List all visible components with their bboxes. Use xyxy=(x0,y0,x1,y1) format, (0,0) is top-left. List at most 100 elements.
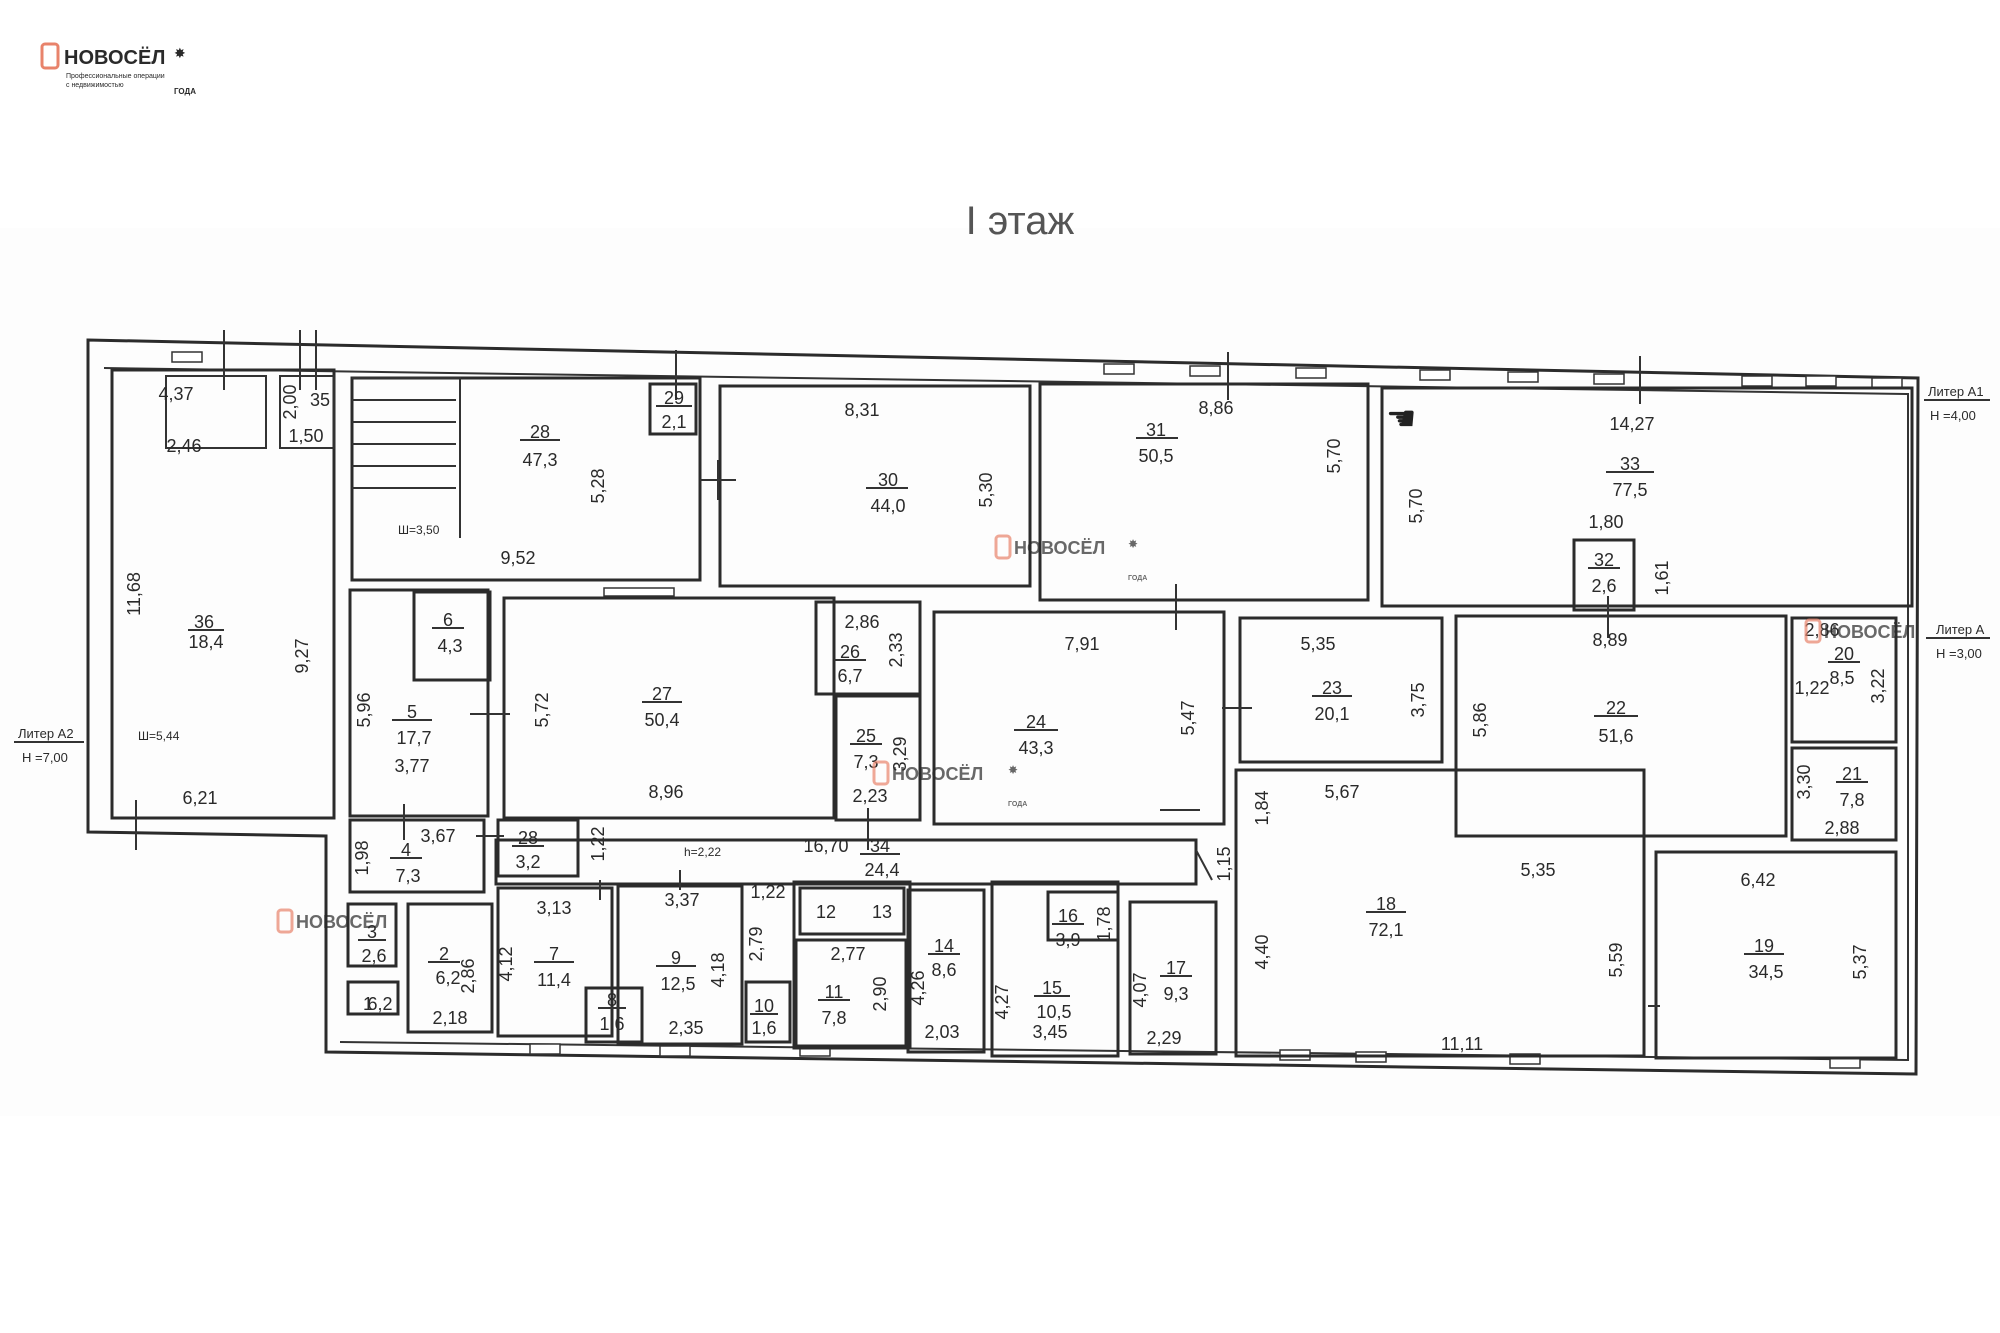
svg-text:2,86: 2,86 xyxy=(1804,620,1839,640)
watermark-center: НОВОСЁЛ ✸ ГОДА xyxy=(994,534,1147,582)
svg-text:6,2: 6,2 xyxy=(367,994,392,1014)
svg-text:43,3: 43,3 xyxy=(1018,738,1053,758)
svg-text:28: 28 xyxy=(518,828,538,848)
svg-text:77,5: 77,5 xyxy=(1612,480,1647,500)
svg-text:h=2,22: h=2,22 xyxy=(684,845,721,859)
svg-text:5: 5 xyxy=(407,702,417,722)
svg-text:1,84: 1,84 xyxy=(1252,790,1272,825)
svg-text:1,6: 1,6 xyxy=(599,1014,624,1034)
tiny-notes: Ш=3,50 Ш=5,44 h=2,22 xyxy=(138,523,721,859)
svg-text:2,86: 2,86 xyxy=(844,612,879,632)
svg-text:5,35: 5,35 xyxy=(1520,860,1555,880)
room-17-label: 179,3 xyxy=(1160,958,1192,1004)
svg-text:29: 29 xyxy=(664,388,684,408)
svg-text:2,18: 2,18 xyxy=(432,1008,467,1028)
svg-text:5,70: 5,70 xyxy=(1324,438,1344,473)
room-20-label: 208,5 xyxy=(1828,644,1860,688)
svg-text:9,3: 9,3 xyxy=(1163,984,1188,1004)
svg-text:6,21: 6,21 xyxy=(182,788,217,808)
svg-text:2,77: 2,77 xyxy=(830,944,865,964)
svg-text:16,70: 16,70 xyxy=(803,836,848,856)
svg-text:Н =7,00: Н =7,00 xyxy=(22,750,68,765)
room-9-label: 912,5 xyxy=(656,948,696,994)
svg-text:14,27: 14,27 xyxy=(1609,414,1654,434)
svg-text:Н =3,00: Н =3,00 xyxy=(1936,646,1982,661)
svg-text:22: 22 xyxy=(1606,698,1626,718)
svg-text:2,6: 2,6 xyxy=(361,946,386,966)
svg-text:4,40: 4,40 xyxy=(1252,934,1272,969)
svg-text:4,18: 4,18 xyxy=(708,952,728,987)
exterior-wall xyxy=(86,338,1920,1076)
svg-text:4,37: 4,37 xyxy=(158,384,193,404)
svg-text:2,88: 2,88 xyxy=(1824,818,1859,838)
svg-text:НОВОСЁЛ: НОВОСЁЛ xyxy=(892,764,983,784)
svg-text:8,96: 8,96 xyxy=(648,782,683,802)
svg-text:ГОДА: ГОДА xyxy=(174,87,196,96)
svg-text:17: 17 xyxy=(1166,958,1186,978)
svg-text:11,68: 11,68 xyxy=(124,572,144,616)
svg-text:3,30: 3,30 xyxy=(1794,764,1814,799)
watermark-star-icon: ✸ xyxy=(1008,763,1018,777)
svg-text:Н =4,00: Н =4,00 xyxy=(1930,408,1976,423)
room-29-label: 292,1 xyxy=(656,388,692,432)
svg-text:8: 8 xyxy=(607,990,617,1010)
svg-text:2,90: 2,90 xyxy=(870,976,890,1011)
room-11-label: 117,8 xyxy=(818,982,850,1028)
watermark-logo-icon xyxy=(994,534,1012,560)
svg-text:6,7: 6,7 xyxy=(837,666,862,686)
room-32-label: 322,6 xyxy=(1588,550,1620,596)
room-2-label: 26,2 xyxy=(428,944,461,988)
svg-text:2,1: 2,1 xyxy=(661,412,686,432)
svg-text:10,5: 10,5 xyxy=(1036,1002,1071,1022)
svg-text:2,03: 2,03 xyxy=(924,1022,959,1042)
room-31-outline xyxy=(1038,382,1370,602)
room-25-label: 257,3 xyxy=(850,726,882,772)
svg-text:1,98: 1,98 xyxy=(352,840,372,875)
watermark-logo-icon xyxy=(40,42,60,70)
svg-text:3,77: 3,77 xyxy=(394,756,429,776)
svg-text:5,86: 5,86 xyxy=(1470,702,1490,737)
svg-text:4,27: 4,27 xyxy=(992,984,1012,1019)
room-18-outline xyxy=(1234,768,1646,1058)
svg-text:2: 2 xyxy=(439,944,449,964)
svg-text:4,12: 4,12 xyxy=(496,946,516,981)
svg-text:3,9: 3,9 xyxy=(1055,930,1080,950)
svg-text:Ш=5,44: Ш=5,44 xyxy=(138,729,180,743)
svg-text:33: 33 xyxy=(1620,454,1640,474)
svg-text:3,67: 3,67 xyxy=(420,826,455,846)
room-3-label: 32,6 xyxy=(358,922,387,966)
room-19-outline xyxy=(1654,850,1898,1060)
room-22-outline xyxy=(1454,614,1788,838)
room-34-corridor xyxy=(494,838,1198,886)
watermark-right: НОВОСЁЛ xyxy=(1804,618,1915,644)
svg-text:Литер А2: Литер А2 xyxy=(18,726,74,741)
svg-text:5,72: 5,72 xyxy=(532,692,552,727)
svg-text:44,0: 44,0 xyxy=(870,496,905,516)
svg-text:34,5: 34,5 xyxy=(1748,962,1783,982)
room-23-outline xyxy=(1238,616,1444,764)
svg-text:24,4: 24,4 xyxy=(864,860,899,880)
svg-text:36: 36 xyxy=(194,612,214,632)
room-10-label: 101,6 xyxy=(750,996,778,1038)
svg-text:1,22: 1,22 xyxy=(750,882,785,902)
svg-text:НОВОСЁЛ: НОВОСЁЛ xyxy=(64,46,165,69)
svg-text:4,07: 4,07 xyxy=(1130,972,1150,1007)
room-4-outline xyxy=(348,818,486,894)
svg-text:1,22: 1,22 xyxy=(588,826,608,861)
room-4-label: 47,3 xyxy=(390,840,422,886)
svg-text:2,79: 2,79 xyxy=(746,926,766,961)
room-21-label: 217,8 xyxy=(1836,764,1868,810)
svg-text:8,86: 8,86 xyxy=(1198,398,1233,418)
svg-text:18: 18 xyxy=(1376,894,1396,914)
svg-text:16: 16 xyxy=(1058,906,1078,926)
svg-text:23: 23 xyxy=(1322,678,1342,698)
svg-text:НОВОСЁЛ: НОВОСЁЛ xyxy=(1014,538,1105,558)
